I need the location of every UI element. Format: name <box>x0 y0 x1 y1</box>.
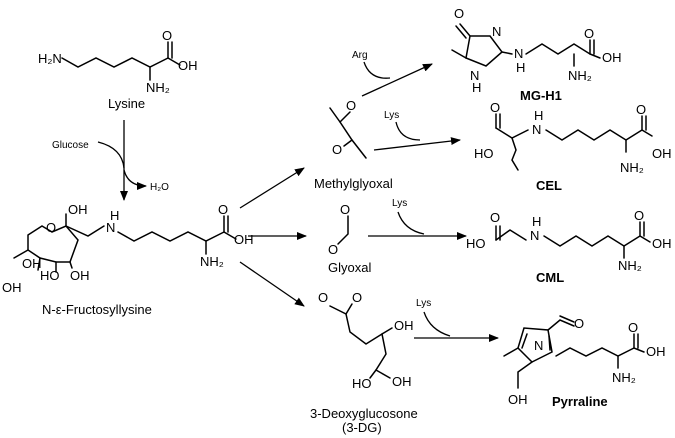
lys-reagent-label-2: Lys <box>392 198 407 209</box>
fructosyllysine-amine: NH₂ <box>200 254 224 269</box>
mgh1-linker-h: H <box>516 60 525 75</box>
mgh1-ring-nh-n: N <box>470 68 479 83</box>
ring-hydroxyl-2: HO <box>40 268 60 283</box>
mgh1-hydroxyl: OH <box>602 50 622 65</box>
ring-hydroxyl-3: OH <box>22 256 42 271</box>
fructosyllysine-hydroxyl: OH <box>234 232 254 247</box>
glucose-entry-curve <box>97 141 125 169</box>
pyrraline-carbonyl-o: O <box>628 320 638 335</box>
cel-carbonyl-o: O <box>636 102 646 117</box>
mgh1-ring-n: N <box>492 24 501 39</box>
cel-structure: O HO N H O OH NH₂ CEL <box>474 100 672 193</box>
ring-oxygen: O <box>46 220 56 235</box>
methylglyoxal-o1: O <box>346 98 356 113</box>
arrow-to-methylglyoxal <box>239 167 305 209</box>
mgh1-linker-n: N <box>514 46 523 61</box>
3dg-hydroxyl-3: OH <box>392 374 412 389</box>
cel-amine: NH₂ <box>620 160 644 175</box>
fructosyllysine-name: N-ε-Fructosyllysine <box>42 302 152 317</box>
3dg-abbreviation: (3-DG) <box>342 420 382 435</box>
lys-entry-curve-3 <box>423 311 451 337</box>
ring-hydroxyl-1: OH <box>70 268 90 283</box>
pyrraline-hydroxymethyl: OH <box>508 392 528 407</box>
pyrraline-ring-n: N <box>534 338 543 353</box>
cml-nh-h: H <box>532 214 541 229</box>
glyoxal-structure: O O Glyoxal <box>328 202 371 275</box>
3dg-hydroxyl-1: OH <box>394 318 414 333</box>
lys-entry-curve-2 <box>397 211 425 235</box>
lys-reagent-label-3: Lys <box>416 298 431 309</box>
glyoxal-name: Glyoxal <box>328 260 371 275</box>
cel-hydroxyl: OH <box>652 146 672 161</box>
lysine-name: Lysine <box>108 96 145 111</box>
cel-acid-o: O <box>490 100 500 115</box>
glucose-reagent-label: Glucose <box>52 140 89 151</box>
lysine-carbonyl-o: O <box>162 28 172 43</box>
cel-nh-h: H <box>534 108 543 123</box>
cml-acid-hydroxyl: HO <box>466 236 486 251</box>
arrow-to-mgh1 <box>361 63 433 97</box>
water-label: H₂O <box>150 182 169 193</box>
deoxyglucosone-structure: O O OH HO OH 3-Deoxyglucosone (3-DG) <box>310 290 418 435</box>
3dg-hydroxyl-2: HO <box>352 376 372 391</box>
water-exit-arrow <box>123 169 147 190</box>
lysine-alpha-amine-label: NH₂ <box>146 80 170 95</box>
fructosyllysine-carbonyl-o: O <box>218 202 228 217</box>
cml-name: CML <box>536 270 564 285</box>
pyrraline-amine: NH₂ <box>612 370 636 385</box>
pyrraline-structure: O N OH O OH NH₂ Pyrraline <box>503 315 666 409</box>
mgh1-ring-nh-h: H <box>472 80 481 95</box>
cel-name: CEL <box>536 178 562 193</box>
arg-reagent-label: Arg <box>352 50 368 61</box>
cel-n: N <box>532 122 541 137</box>
3dg-o1: O <box>318 290 328 305</box>
pyrraline-aldehyde-o: O <box>574 316 584 331</box>
fructosyllysine-n: N <box>106 220 115 235</box>
methylglyoxal-structure: O O Methylglyoxal <box>314 98 393 191</box>
arrow-to-cel <box>373 137 461 151</box>
mgh1-amine: NH₂ <box>568 68 592 83</box>
lys-entry-curve-1 <box>395 121 421 141</box>
mgh1-acid-o: O <box>584 26 594 41</box>
cml-carbonyl-o: O <box>634 208 644 223</box>
anomeric-hydroxyl: OH <box>68 202 88 217</box>
arg-entry-curve <box>363 61 391 79</box>
fructosyllysine-structure: O OH N H OH HO OH OH O OH NH₂ N-ε-Fructo… <box>2 202 254 317</box>
glyoxal-o2: O <box>328 242 338 257</box>
cml-amine: NH₂ <box>618 258 642 273</box>
cml-structure: O HO N H O OH NH₂ CML <box>466 208 672 285</box>
mgh1-structure: O N N H N H O OH NH₂ MG-H1 <box>451 6 622 103</box>
3dg-name: 3-Deoxyglucosone <box>310 406 418 421</box>
lys-reagent-label-1: Lys <box>384 110 399 121</box>
cml-n: N <box>530 228 539 243</box>
ring-hydroxyl-4: OH <box>2 280 22 295</box>
glyoxal-o1: O <box>340 202 350 217</box>
mgh1-name: MG-H1 <box>520 88 562 103</box>
cml-acid-o: O <box>490 210 500 225</box>
fructosyllysine-nh-h: H <box>110 208 119 223</box>
arrow-to-3dg <box>239 261 305 307</box>
cml-hydroxyl: OH <box>652 236 672 251</box>
methylglyoxal-o2: O <box>332 142 342 157</box>
3dg-o2: O <box>352 290 362 305</box>
lysine-hydroxyl-label: OH <box>178 58 198 73</box>
cel-acid-hydroxyl: HO <box>474 146 494 161</box>
methylglyoxal-name: Methylglyoxal <box>314 176 393 191</box>
pyrraline-hydroxyl: OH <box>646 344 666 359</box>
lysine-amine-label: H₂N <box>38 51 62 66</box>
pyrraline-name: Pyrraline <box>552 394 608 409</box>
mgh1-carbonyl-o: O <box>454 6 464 21</box>
lysine-structure: H₂N O OH NH₂ Lysine <box>38 28 198 111</box>
